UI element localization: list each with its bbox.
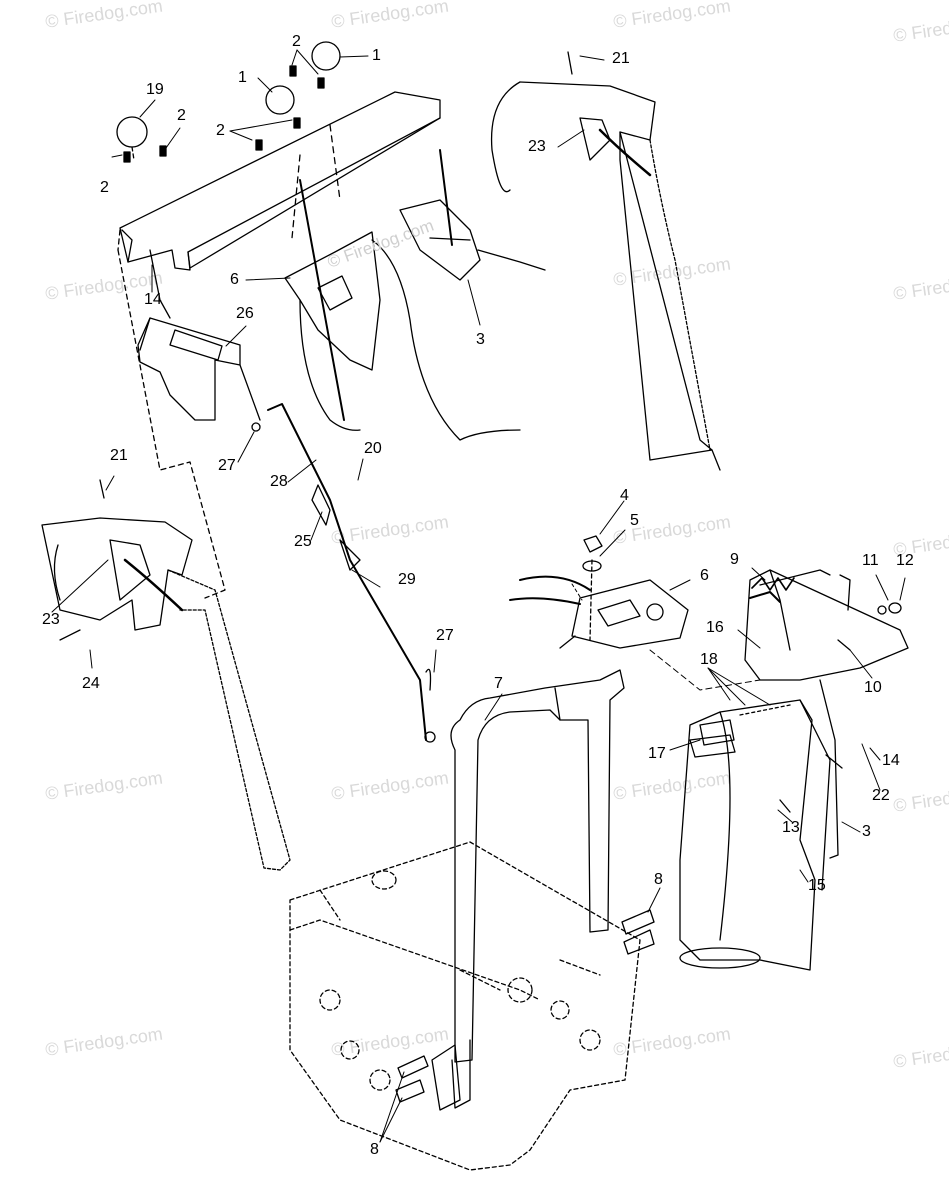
callout-25: 25	[294, 533, 312, 550]
chute-control-rod	[267, 403, 436, 743]
callout-17: 17	[648, 745, 666, 762]
callout-1: 1	[238, 69, 247, 86]
side-bracket-26	[137, 317, 261, 421]
knob-1-right	[311, 41, 341, 71]
leader-lines	[51, 49, 906, 1143]
callout-5: 5	[630, 512, 639, 529]
callout-27: 27	[218, 457, 236, 474]
callout-23: 23	[528, 138, 546, 155]
callout-22: 22	[872, 787, 890, 804]
control-rod-3-lower	[819, 679, 843, 859]
bushing-17	[689, 734, 736, 758]
callout-13: 13	[782, 819, 800, 836]
nut-washer-4-5	[582, 535, 603, 641]
callout-12: 12	[896, 552, 914, 569]
callout-3: 3	[862, 823, 871, 840]
callout-18: 18	[700, 651, 718, 668]
callout-26: 26	[236, 305, 254, 322]
callout-3: 3	[476, 331, 485, 348]
callout-21: 21	[110, 447, 128, 464]
callout-2: 2	[216, 122, 225, 139]
control-lever-3	[399, 149, 546, 281]
cable-tie-27	[251, 422, 261, 432]
callout-8: 8	[654, 871, 663, 888]
upper-frame	[117, 91, 441, 599]
callout-10: 10	[864, 679, 882, 696]
callout-23: 23	[42, 611, 60, 628]
callout-21: 21	[612, 50, 630, 67]
callout-16: 16	[706, 619, 724, 636]
right-upper-handle	[490, 51, 721, 471]
callout-14: 14	[144, 291, 162, 308]
chute-support-bracket-7	[431, 669, 625, 1111]
callout-2: 2	[100, 179, 109, 196]
discharge-chute-15	[679, 699, 831, 971]
callout-24: 24	[82, 675, 100, 692]
screws-2	[123, 65, 325, 163]
callout-28: 28	[270, 473, 288, 490]
bolts-8	[395, 909, 655, 1103]
knob-1-left	[265, 85, 295, 115]
callout-6: 6	[700, 567, 709, 584]
callout-11: 11	[862, 552, 879, 569]
left-lower-handle	[41, 479, 291, 871]
diagram-watermark: © Firedog.com	[325, 216, 436, 272]
housing	[289, 841, 641, 1171]
callout-6: 6	[230, 271, 239, 288]
callout-9: 9	[730, 551, 739, 568]
callout-1: 1	[372, 47, 381, 64]
callout-19: 19	[146, 81, 164, 98]
callout-14: 14	[882, 752, 900, 769]
callout-20: 20	[364, 440, 382, 457]
callout-2: 2	[292, 33, 301, 50]
chute-deflector-16	[744, 569, 909, 681]
spring-9	[751, 577, 795, 591]
callout-27: 27	[436, 627, 454, 644]
chute-control-head-6	[509, 575, 689, 649]
callout-15: 15	[808, 877, 826, 894]
callout-29: 29	[398, 571, 416, 588]
callout-8: 8	[370, 1141, 379, 1158]
chute-control-bracket	[284, 179, 521, 441]
knob-19	[116, 116, 148, 161]
callout-7: 7	[494, 675, 503, 692]
callout-4: 4	[620, 487, 629, 504]
callout-2: 2	[177, 107, 186, 124]
